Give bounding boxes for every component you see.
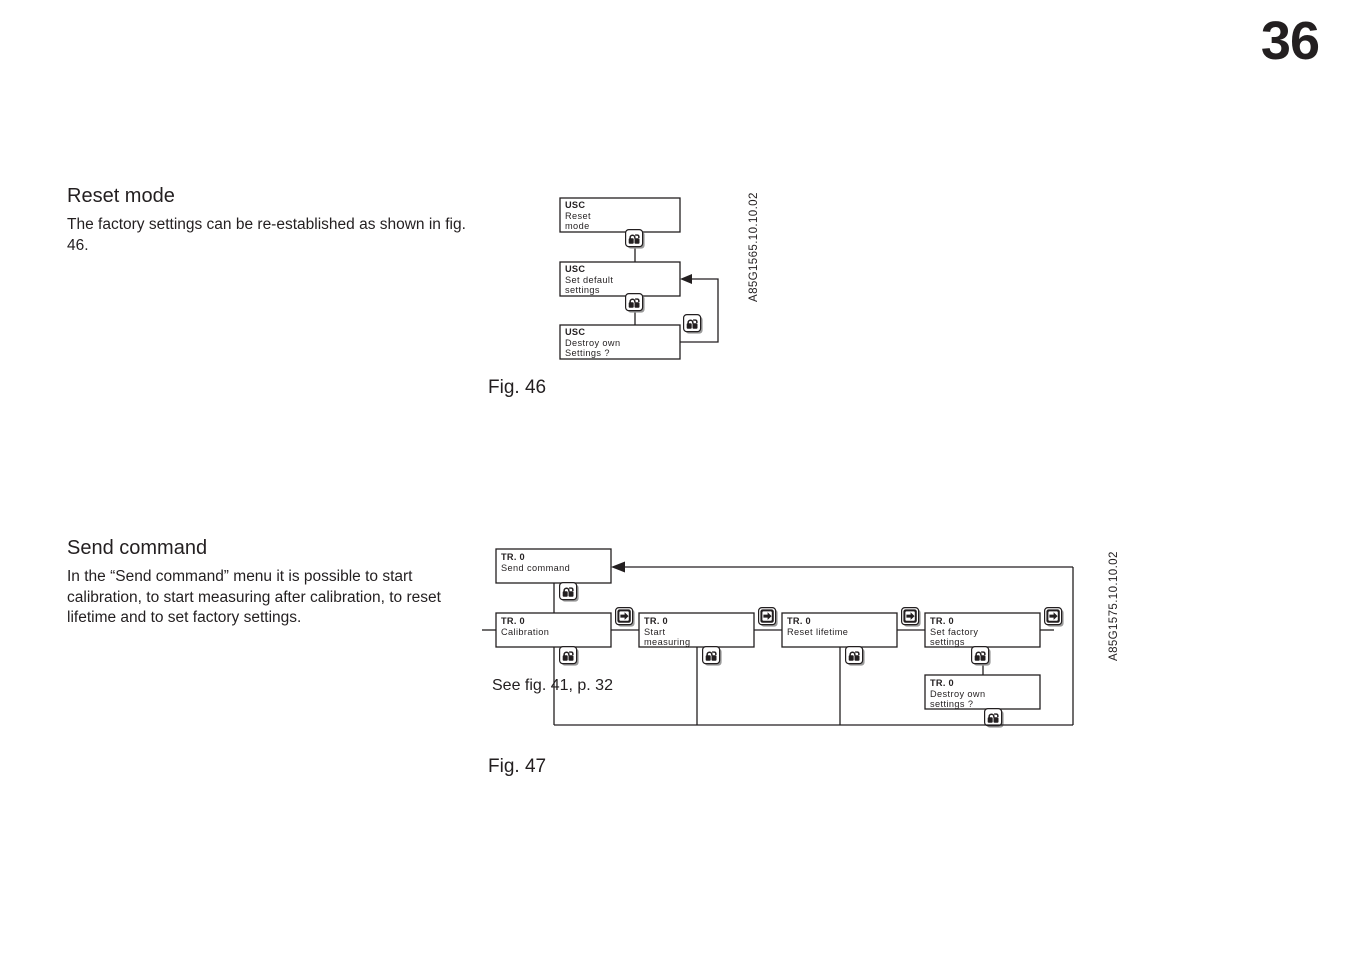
fig47-enter-key-icon-4 <box>970 645 992 667</box>
fig47-right-arrow-key-icon-2 <box>757 606 779 628</box>
fig46-node3-line1: Destroy own <box>565 338 620 348</box>
fig47-enter-key-icon-1 <box>558 645 580 667</box>
fig47-node0-title: TR. 0 <box>501 552 525 562</box>
fig47-node5-line2: settings ? <box>930 699 973 709</box>
section-title-send-command: Send command <box>67 537 208 559</box>
fig46-node2-title: USC <box>565 264 585 274</box>
fig46-node3-title: USC <box>565 327 585 337</box>
fig46-enter-key-icon-1 <box>624 229 646 250</box>
fig47-node-send-command: TR. 0 Send command <box>495 548 612 584</box>
fig47-node3-title: TR. 0 <box>787 616 811 626</box>
section-title-reset-mode: Reset mode <box>67 185 175 207</box>
fig46-node1-title: USC <box>565 200 585 210</box>
fig46-node3-line2: Settings ? <box>565 348 610 358</box>
fig47-node5-title: TR. 0 <box>930 678 954 688</box>
figure-47-see-also-note: See fig. 41, p. 32 <box>492 677 613 694</box>
fig47-enter-key-icon-0 <box>558 581 580 603</box>
fig46-node-reset-mode: USC Reset mode <box>559 197 681 233</box>
section-send-command: Send command In the “Send command” menu … <box>67 535 467 629</box>
fig47-node2-line1: Start <box>644 627 665 637</box>
fig46-node2-line2: settings <box>565 285 600 295</box>
fig47-node-destroy-own-settings: TR. 0 Destroy own settings ? <box>924 674 1041 710</box>
fig47-node-set-factory-settings: TR. 0 Set factory settings <box>924 612 1041 648</box>
fig47-node2-title: TR. 0 <box>644 616 668 626</box>
fig46-node-set-default-settings: USC Set default settings <box>559 261 681 297</box>
fig47-node-calibration: TR. 0 Calibration <box>495 612 612 648</box>
fig47-right-arrow-key-icon-1 <box>614 606 636 628</box>
figure-46-reference-code: A85G1565.10.10.02 <box>748 192 760 302</box>
fig46-return-arrowhead <box>680 274 692 284</box>
fig47-node-start-measuring: TR. 0 Start measuring <box>638 612 755 648</box>
fig46-enter-key-icon-2 <box>624 293 646 314</box>
fig47-node-reset-lifetime: TR. 0 Reset lifetime <box>781 612 898 648</box>
figure-47-reference-code: A85G1575.10.10.02 <box>1108 551 1120 661</box>
fig46-node-destroy-own-settings: USC Destroy own Settings ? <box>559 324 681 360</box>
fig46-node1-line2: mode <box>565 221 590 231</box>
section-body-reset-mode: The factory settings can be re-establish… <box>67 216 466 254</box>
fig47-node5-line1: Destroy own <box>930 689 985 699</box>
fig46-enter-key-icon-3 <box>682 314 704 335</box>
fig47-top-return-arrowhead <box>611 561 625 573</box>
figure-46-caption: Fig. 46 <box>488 377 547 398</box>
figure-47-caption: Fig. 47 <box>488 756 547 777</box>
page-number: 36 <box>1260 11 1320 71</box>
fig46-node1-line1: Reset <box>565 211 591 221</box>
fig47-node4-title: TR. 0 <box>930 616 954 626</box>
fig47-right-arrow-key-icon-4 <box>1043 606 1065 628</box>
fig46-node2-line1: Set default <box>565 275 613 285</box>
fig47-node3-line1: Reset lifetime <box>787 627 848 637</box>
fig47-node1-title: TR. 0 <box>501 616 525 626</box>
fig47-node4-line2: settings <box>930 637 965 647</box>
fig47-node0-line1: Send command <box>501 563 570 573</box>
section-body-send-command: In the “Send command” menu it is possibl… <box>67 568 441 626</box>
figure-46-diagram: USC Reset mode USC Set default settings … <box>488 186 758 371</box>
fig47-enter-key-icon-3 <box>844 645 866 667</box>
fig47-node1-line1: Calibration <box>501 627 549 637</box>
fig47-right-arrow-key-icon-3 <box>900 606 922 628</box>
fig46-return-path <box>680 278 719 343</box>
section-reset-mode: Reset mode The factory settings can be r… <box>67 183 467 256</box>
fig47-enter-key-icon-2 <box>701 645 723 667</box>
figure-47-diagram: TR. 0 Send command TR. 0 Calibration TR.… <box>470 540 1120 755</box>
fig47-node4-line1: Set factory <box>930 627 978 637</box>
fig47-node2-line2: measuring <box>644 637 691 647</box>
